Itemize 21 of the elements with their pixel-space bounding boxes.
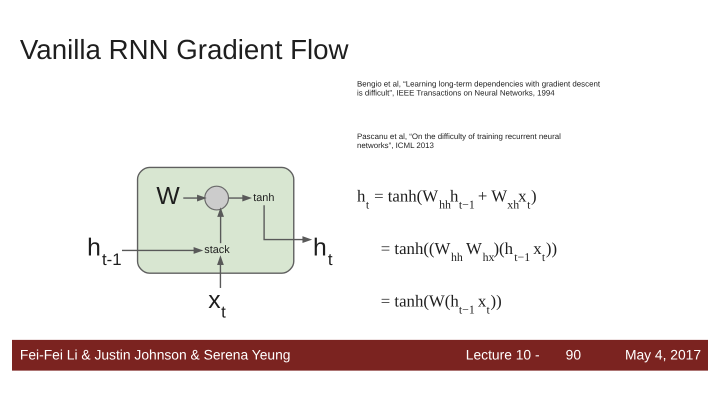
cluster [136,166,294,274]
label: = tanh((W$_{hh}$ W$_{hx}$)(h$_{t−1}$ x$_{t}$)) [380,239,558,264]
arrow [217,255,224,288]
node-box: Fei-Fei Li & Justin Johnson & Serena Yeung Lecture 10 - 90 May 4, 2017 [12,340,708,371]
label: h$_{t}$ = tanh(W$_{hh}$h$_{t−1}$ + W$_{xh}$x$_{t}$) [357,186,537,212]
label: Bengio et al, “Learning long-term dependencies with gradient descent is difficult”, IEEE Transactions on Neural Networks, 1994 [357,80,600,98]
label: Pascanu et al, “On the difficulty of training recurrent neural networks”, ICML 2013 [357,132,561,150]
node-text: W [156,182,180,210]
arrow [228,194,252,202]
arrow [263,205,312,243]
node-text: stack [204,244,230,256]
node-text: h$_{t}$ [313,234,333,269]
arrow [217,207,224,244]
label: = tanh(W(h$_{t−1}$ x$_{t}$)) [380,291,502,316]
diagram-title: Vanilla RNN Gradient Flow [20,34,349,66]
node-text: x$_{t}$ [208,286,226,322]
node-text: h$_{t-1}$ [87,234,122,269]
arrow [122,247,204,254]
node-text: tanh [253,192,274,204]
node-circle [204,186,230,211]
arrow [183,194,207,202]
